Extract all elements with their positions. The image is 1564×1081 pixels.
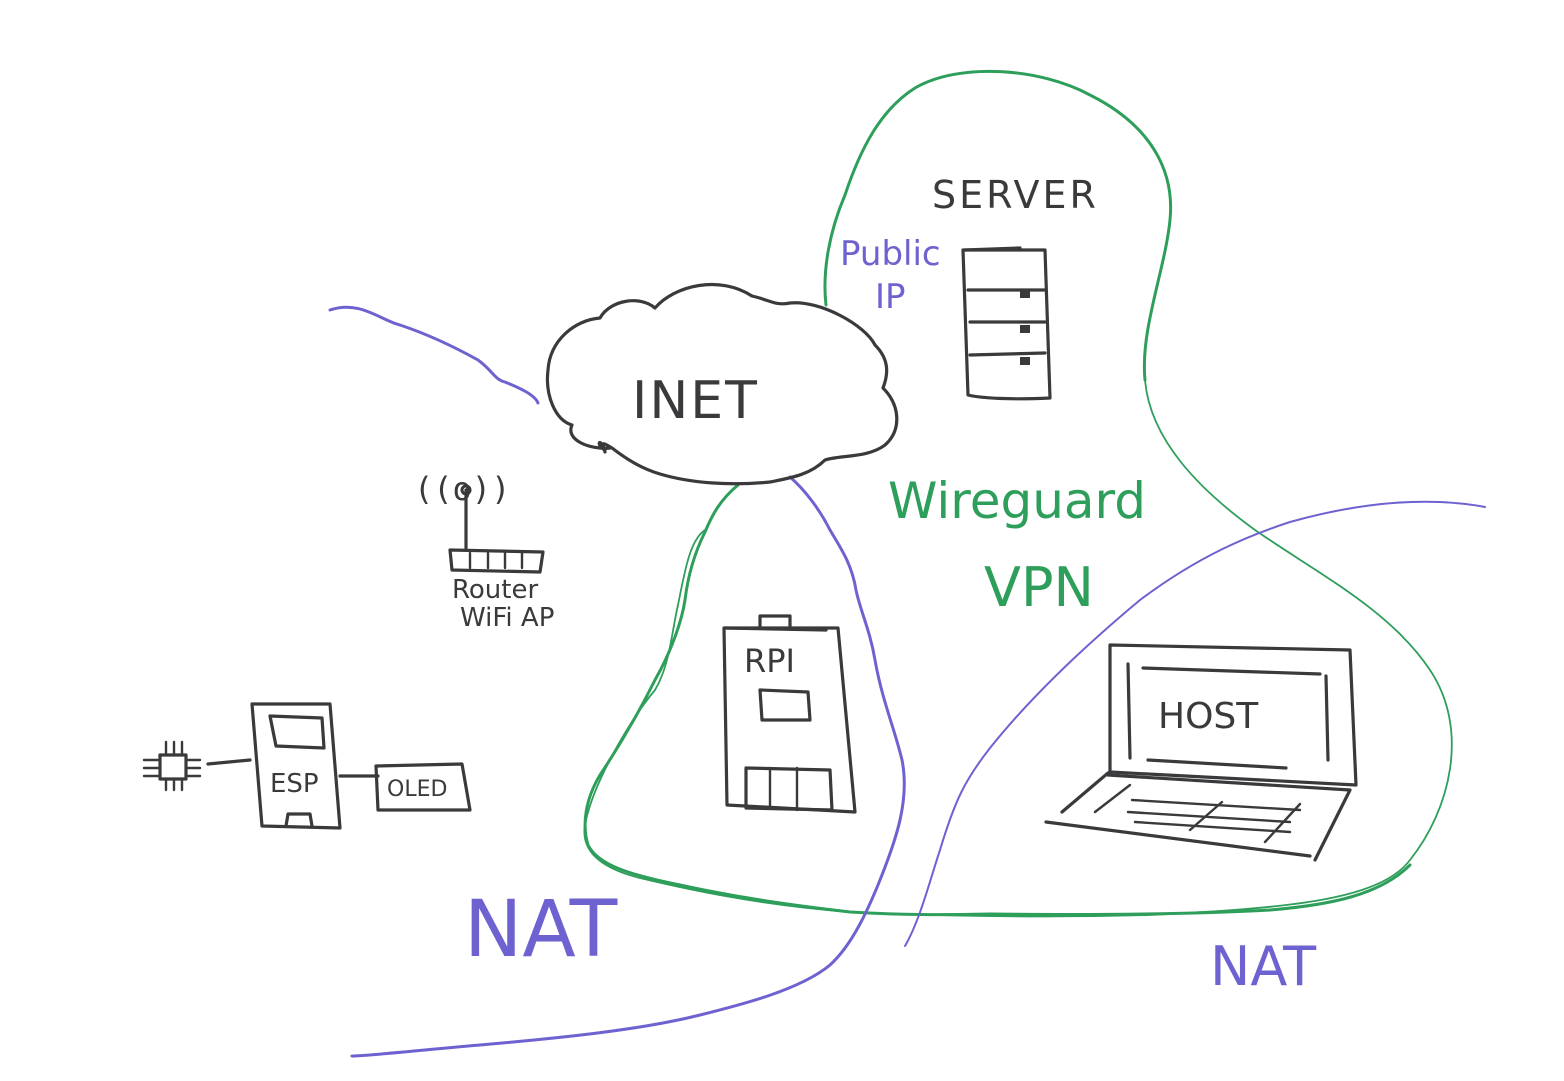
rpi-label: RPI: [744, 642, 795, 680]
nat-left-boundary-top: [328, 305, 540, 405]
public-ip-label-line2: IP: [875, 277, 906, 317]
server-rack-icon: [961, 246, 1052, 401]
esp-board-icon: [206, 702, 380, 830]
host-laptop-icon: [1044, 643, 1358, 862]
server-label: SERVER: [932, 173, 1099, 217]
public-ip-label-line1: Public: [840, 234, 941, 274]
vpn-label: VPN: [984, 556, 1094, 619]
nat-right-label: NAT: [1210, 935, 1317, 998]
esp-label: ESP: [270, 769, 319, 799]
wireguard-label: Wireguard: [888, 472, 1146, 530]
rpi-board-icon: [722, 614, 857, 814]
oled-display-icon: [374, 762, 472, 812]
chip-icon: [142, 740, 202, 792]
oled-label: OLED: [387, 777, 447, 802]
nat-left-label: NAT: [464, 885, 618, 975]
wireguard-vpn-boundary-left: [583, 483, 992, 917]
nat-right-boundary: [904, 500, 1486, 947]
nat-left-boundary: [350, 475, 906, 1058]
host-label: HOST: [1158, 696, 1259, 737]
router-icon: [448, 484, 545, 574]
router-signal-label: ((o)): [414, 470, 510, 508]
router-label-line2: WiFi AP: [460, 603, 554, 633]
wireguard-vpn-boundary-bottom: [988, 863, 1412, 917]
wireguard-vpn-boundary: [823, 69, 1173, 382]
inet-label: INET: [632, 371, 759, 431]
inet-cloud: [545, 282, 899, 486]
router-label-line1: Router: [452, 575, 538, 605]
wireguard-vpn-boundary-right: [583, 379, 1453, 918]
